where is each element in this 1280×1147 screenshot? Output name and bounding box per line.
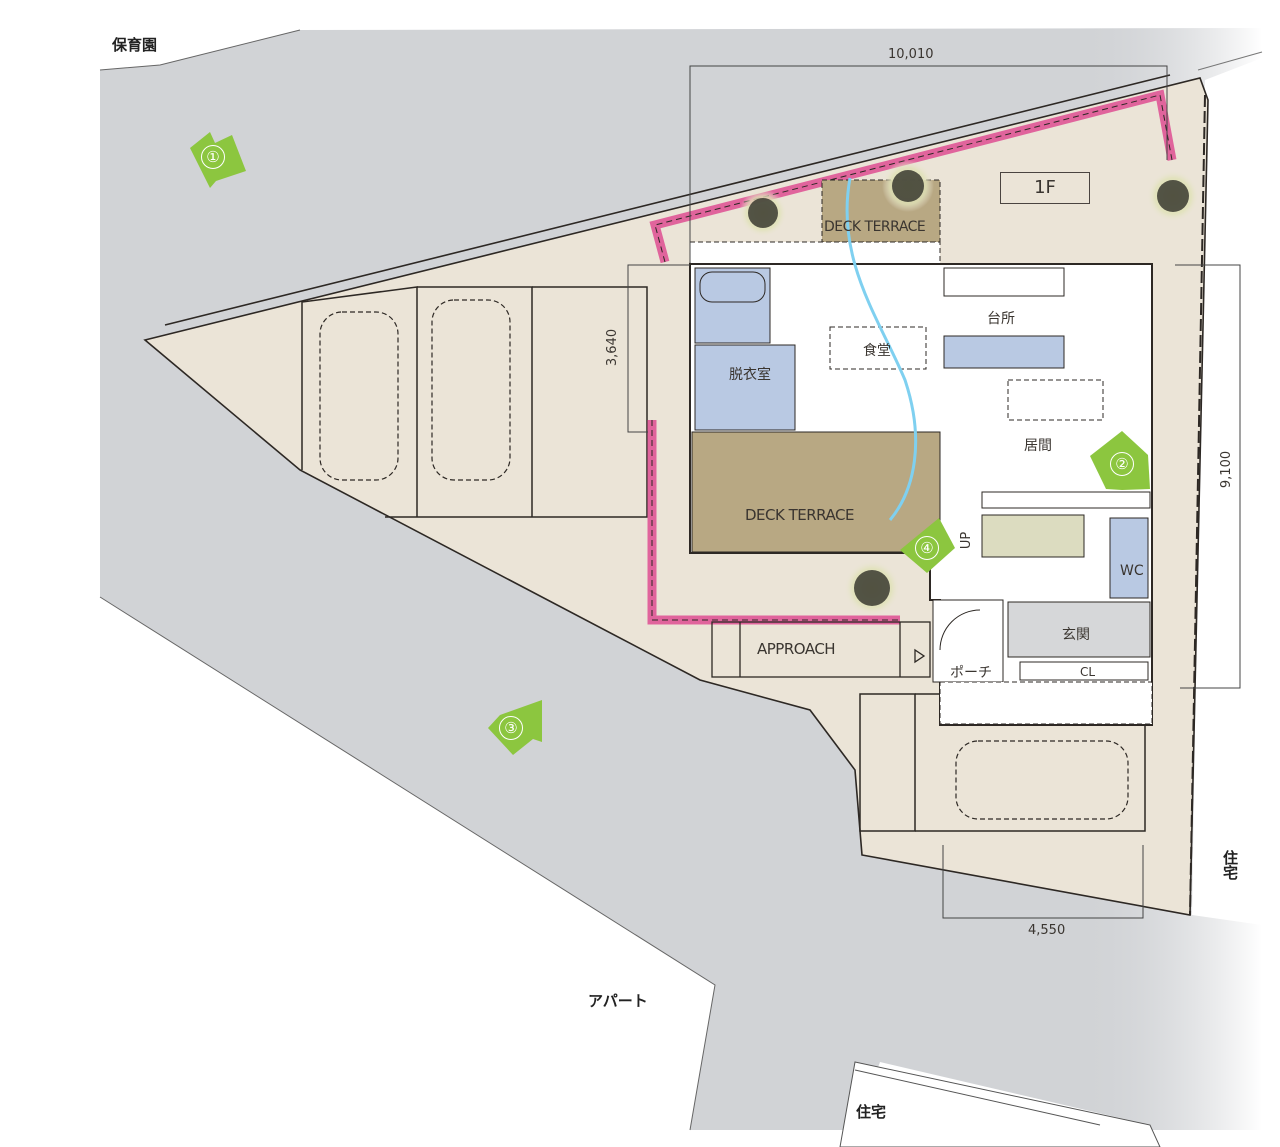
deck-terrace-south-label: DECK TERRACE: [745, 506, 854, 524]
room-label-dining: 食堂: [863, 343, 891, 359]
bathtub-icon: [699, 271, 766, 303]
tree-icons: [739, 160, 1199, 616]
house-outline: [689, 241, 1153, 726]
kitchen-counter: [943, 335, 1065, 369]
entrance-hall: [1007, 601, 1151, 658]
fence-north: [649, 89, 1177, 264]
door-swing-icon: [939, 609, 981, 651]
parking-south: [859, 693, 1146, 832]
room-label-entrance: 玄関: [1062, 627, 1090, 643]
stairs-up-label: UP: [959, 531, 975, 550]
view-badge-3: ③: [499, 716, 523, 740]
staircase: [981, 491, 1151, 509]
dimension-depth-partial: 3,640: [605, 328, 621, 367]
room-label-porch: ポーチ: [950, 665, 992, 681]
neighbor-label-north: 保育園: [112, 36, 158, 54]
room-label-closet: CL: [1080, 665, 1096, 679]
room-label-wc: WC: [1120, 563, 1144, 579]
approach-steps: [711, 621, 931, 678]
view-badge-4: ④: [915, 536, 939, 560]
car-outline: [955, 740, 1129, 820]
wc-room: [1109, 517, 1149, 599]
neighbor-east-lot: [1192, 58, 1262, 925]
porch: [932, 599, 1004, 683]
floor-label: 1F: [1000, 172, 1090, 204]
room-label-living: 居間: [1024, 438, 1052, 454]
flow-arrow: [845, 177, 918, 521]
room-label-dressing: 脱衣室: [729, 367, 771, 383]
sofa: [1007, 379, 1104, 421]
neighbor-label-south: 住宅: [856, 1103, 887, 1121]
dimension-width-total: 10,010: [888, 47, 934, 62]
neighbor-label-east: 住宅: [1221, 850, 1239, 880]
parking-west: [301, 286, 648, 518]
dimension-depth-total: 9,100: [1219, 450, 1235, 489]
neighbor-south-lot: [839, 1061, 1161, 1147]
dimension-lines: [627, 65, 1241, 919]
car-outline: [431, 299, 511, 481]
deck-terrace-south: [691, 431, 941, 553]
closet: [1019, 661, 1149, 681]
neighbor-label-southwest: アパート: [588, 992, 648, 1010]
room-label-kitchen: 台所: [987, 311, 1015, 327]
dressing-room: [694, 344, 796, 431]
view-badge-2: ②: [1110, 452, 1134, 476]
approach-label: APPROACH: [757, 640, 836, 658]
entry-triangle-icon: [914, 648, 926, 664]
car-outline: [319, 311, 399, 481]
dining-table: [829, 326, 927, 370]
deck-terrace-north-label: DECK TERRACE: [824, 219, 926, 235]
view-badge-1: ①: [201, 145, 225, 169]
fence-southwest: [647, 420, 900, 625]
dimension-width-partial: 4,550: [1028, 923, 1066, 938]
